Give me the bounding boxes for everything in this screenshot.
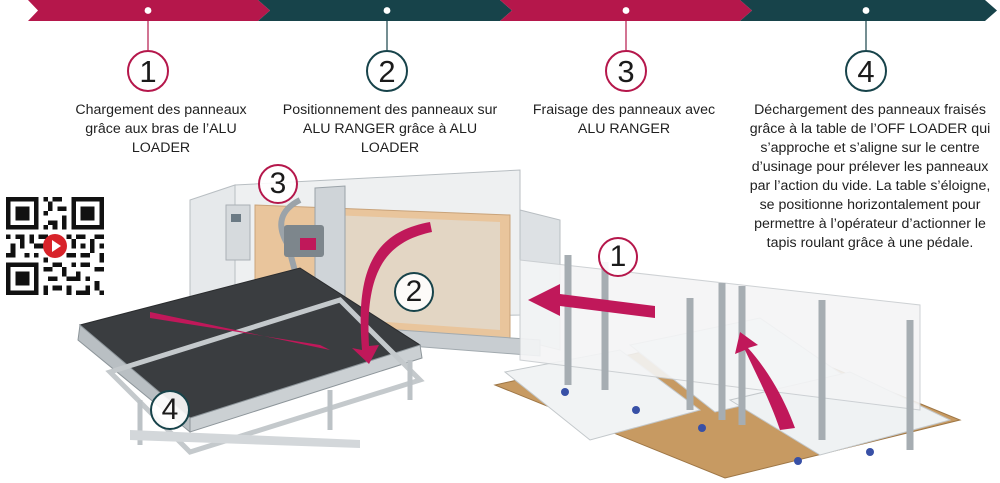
step-2-number: 2 [366, 50, 408, 92]
banner-dot-1 [144, 7, 152, 14]
step-4-number: 4 [845, 50, 887, 92]
youtube-play-icon [43, 234, 67, 258]
callout-4: 4 [150, 390, 190, 430]
step-2-description: Positionnement des panneaux sur ALU RANG… [282, 102, 498, 156]
step-connectors [147, 14, 867, 50]
step-1-number: 1 [127, 50, 169, 92]
process-banner [0, 0, 1000, 21]
youtube-qr-code[interactable] [6, 197, 104, 295]
step-3-number: 3 [605, 50, 647, 92]
machine-illustration [77, 169, 962, 479]
callout-1: 1 [598, 237, 638, 277]
banner-dot-2 [383, 7, 391, 14]
callout-3: 3 [258, 164, 298, 204]
banner-dot-3 [622, 7, 630, 14]
banner-dot-4 [862, 7, 870, 14]
callout-2: 2 [394, 272, 434, 312]
alu-loader [493, 255, 962, 479]
step-3-description: Fraisage des panneaux avec ALU RANGER [532, 102, 716, 137]
off-loader-table [77, 267, 425, 455]
step-1-description: Chargement des panneaux grâce aux bras d… [75, 102, 247, 156]
motion-arrows [150, 222, 795, 430]
step-4-description: Déchargement des panneaux fraisés grâce … [749, 102, 991, 251]
